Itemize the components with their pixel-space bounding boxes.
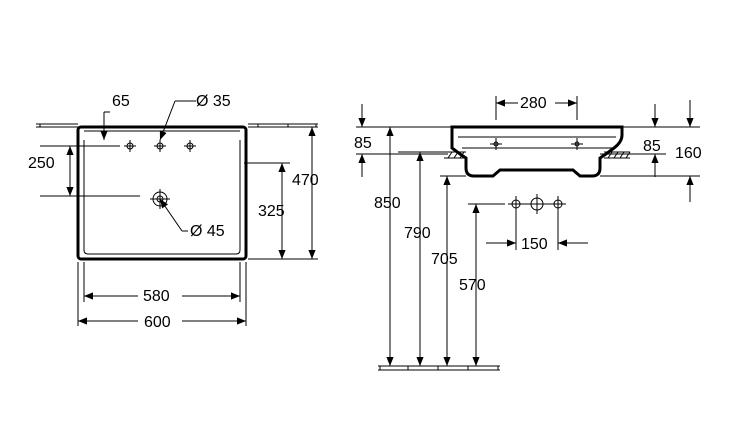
label-65: 65: [112, 93, 130, 110]
tap-holes: [124, 140, 196, 152]
label-tap-diameter: Ø 35: [196, 93, 231, 110]
front-view: 65 Ø 35 250 470 325 Ø 45 580 600: [28, 93, 319, 331]
label-580: 580: [143, 288, 170, 305]
floor-line: [378, 365, 500, 371]
label-850: 850: [374, 195, 401, 212]
label-705: 705: [431, 251, 458, 268]
label-85-left: 85: [354, 135, 372, 152]
label-160: 160: [675, 145, 702, 162]
basin-outline: [76, 125, 248, 261]
wall-line: [36, 123, 318, 128]
label-470: 470: [292, 172, 319, 189]
label-250: 250: [28, 155, 55, 172]
label-570: 570: [459, 277, 486, 294]
label-790: 790: [404, 225, 431, 242]
label-325: 325: [258, 203, 285, 220]
label-drain-diameter: Ø 45: [190, 223, 225, 240]
wall-holes: [508, 194, 566, 214]
label-85-right: 85: [643, 138, 661, 155]
side-view: 280 85 85 160 850: [354, 95, 702, 371]
label-150: 150: [521, 236, 548, 253]
basin-inner-outline: [83, 140, 241, 255]
wall-hatch: [444, 151, 631, 159]
label-280: 280: [520, 95, 547, 112]
label-600: 600: [144, 314, 171, 331]
basin-profile: [450, 125, 624, 178]
